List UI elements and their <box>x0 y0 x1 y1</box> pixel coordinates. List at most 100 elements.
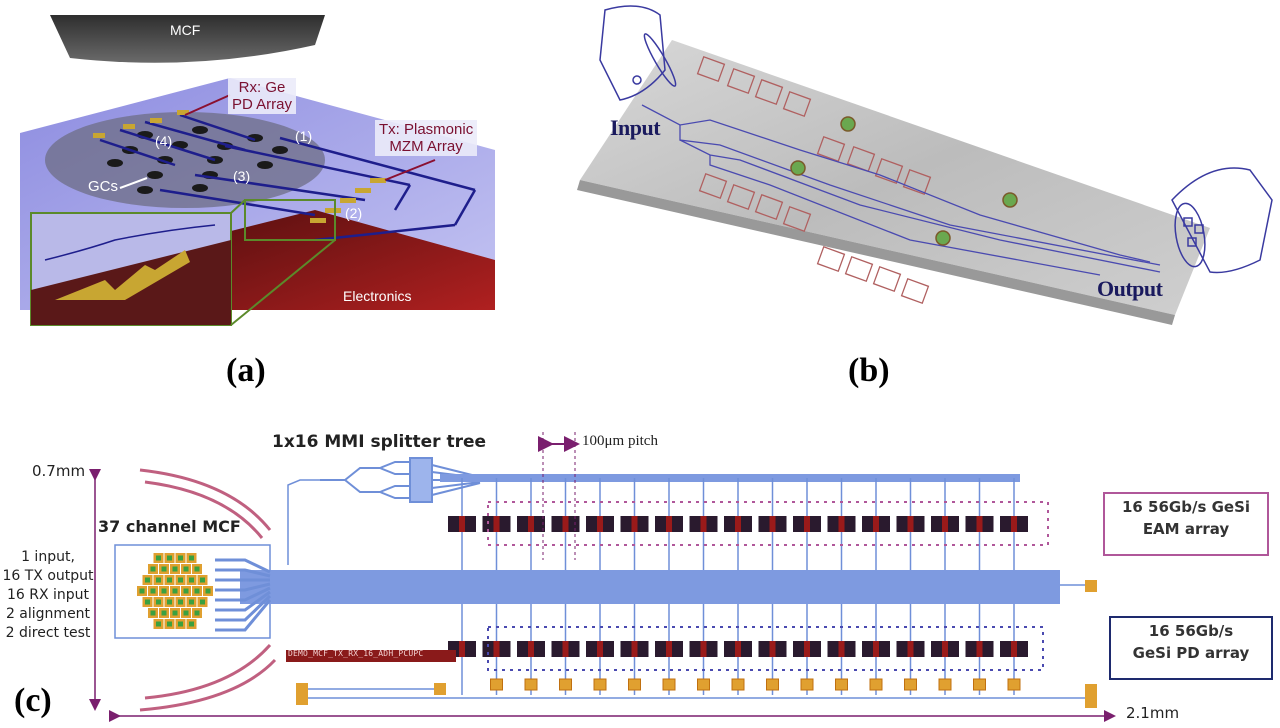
mcf-core-center <box>189 621 194 627</box>
mcf-core-center <box>156 577 161 583</box>
output-label: Output <box>1097 276 1163 301</box>
pd-device-core <box>631 641 638 657</box>
mcf-core-center <box>167 599 172 605</box>
panel-b: Input Output <box>560 0 1280 340</box>
pd-bond-pad <box>559 678 572 691</box>
panel-c-label: (c) <box>14 682 52 719</box>
io-description: 1 input, 16 TX output 16 RX input 2 alig… <box>0 548 96 643</box>
input-label: Input <box>610 115 661 140</box>
pd-device-core <box>666 641 672 657</box>
pd-bond-pad <box>731 678 745 691</box>
mcf-core-center <box>145 599 150 605</box>
pd-bond-pad <box>835 678 848 691</box>
mcf-core-center <box>205 588 211 594</box>
pd-region-dashed <box>487 626 1044 671</box>
mcf-core-center <box>183 610 189 616</box>
mcf-core-center <box>200 577 205 583</box>
input-fiber-icon <box>599 5 677 101</box>
electronics-die <box>215 210 495 310</box>
mcf-core-center <box>194 566 200 572</box>
mcf-core-center <box>178 621 183 627</box>
pd-device-core <box>838 641 845 657</box>
mcf-core-center <box>156 599 161 605</box>
io-line: 1 input, <box>21 549 75 565</box>
pd-device-core <box>597 641 603 657</box>
mcf-core-center <box>167 621 172 627</box>
pd-bond-pad <box>766 678 779 691</box>
pd-device-core <box>769 641 776 657</box>
eam-device-core <box>666 516 672 532</box>
panel-b-illustration <box>577 5 1273 325</box>
mcf-core-center <box>156 621 161 627</box>
io-line: 16 RX input <box>6 587 90 603</box>
panel-a: MCF Rx: Ge PD Array Tx: Plasmonic MZM Ar… <box>15 0 495 330</box>
pd-bond-pad <box>697 678 710 691</box>
eam-device-core <box>459 516 465 532</box>
mcf-title: 37 channel MCF <box>98 517 241 536</box>
eam-device-core <box>1011 516 1017 532</box>
mcf-core-array <box>137 553 272 632</box>
mcf-core-center <box>172 566 178 572</box>
io-line: 2 alignment <box>5 606 91 622</box>
panel-a-illustration <box>20 15 495 326</box>
mcf-core-center <box>167 577 172 583</box>
fanout-waveguide <box>215 558 271 574</box>
io-line: 16 TX output <box>2 568 94 584</box>
eam-device-core <box>976 516 983 532</box>
mcf-core-center <box>139 588 145 594</box>
eam-device-core <box>493 516 500 532</box>
eam-device-core <box>597 516 603 532</box>
splitter-title: 1x16 MMI splitter tree <box>272 432 487 452</box>
eam-device-core <box>562 516 569 532</box>
mcf-core-center <box>178 599 183 605</box>
pd-device-core <box>493 641 500 657</box>
marker-2: (2) <box>345 205 363 221</box>
pd-device-core <box>907 641 914 657</box>
width-dimension-label: 2.1mm <box>1126 704 1180 722</box>
pd-device-core <box>562 641 569 657</box>
eam-device-core <box>942 516 948 532</box>
waveguide-bus <box>240 570 1060 604</box>
mcf-core-center <box>161 610 167 616</box>
mcf-core-center <box>161 588 167 594</box>
fanout-waveguide <box>215 568 271 578</box>
pd-device-core <box>459 641 465 657</box>
mcf-outline-arcs <box>139 468 277 712</box>
mcf-fiber <box>50 15 325 63</box>
pd-device-core <box>735 641 741 657</box>
pd-bond-pad <box>800 678 814 691</box>
pd-bond-pad <box>869 678 883 691</box>
panel-c: 1x16 MMI splitter tree 100μm pitch 0.7mm… <box>0 420 1280 728</box>
output-fiber-icon <box>1171 167 1273 274</box>
mcf-core-center <box>145 577 150 583</box>
mcf-core-center <box>150 566 156 572</box>
eam-device-core <box>700 516 707 532</box>
pitch-label: 100μm pitch <box>582 433 658 449</box>
marker-3: (3) <box>233 168 251 184</box>
eam-device-core <box>804 516 810 532</box>
pd-device-core <box>1011 641 1017 657</box>
mcf-core-center <box>150 610 156 616</box>
eam-device-core <box>838 516 845 532</box>
pd-bond-pad <box>628 678 641 691</box>
fanout-waveguide <box>215 582 271 592</box>
pd-bond-pad <box>490 678 503 691</box>
mcf-core-center <box>178 555 183 561</box>
eam-device-core <box>631 516 638 532</box>
panel-b-label: (b) <box>848 352 890 389</box>
marker-4: (4) <box>155 133 173 149</box>
chip-body <box>580 40 1210 315</box>
eam-device-core <box>528 516 534 532</box>
mcf-core-center <box>183 588 189 594</box>
mcf-core-center <box>161 566 167 572</box>
pd-array-box: 16 56Gb/s GeSi PD array <box>1109 616 1273 680</box>
chip-tag: DEMO_MCF_TX_RX_16_ADH_PCUPC <box>288 649 424 658</box>
mcf-core-center <box>172 610 178 616</box>
rx-callout: Rx: Ge PD Array <box>228 78 297 114</box>
mcf-core-center <box>156 555 161 561</box>
eam-device-core <box>873 516 879 532</box>
eam-device-core <box>735 516 741 532</box>
pd-bond-pad <box>662 678 676 691</box>
mcf-core-center <box>178 577 183 583</box>
pd-bond-pad <box>593 678 607 691</box>
